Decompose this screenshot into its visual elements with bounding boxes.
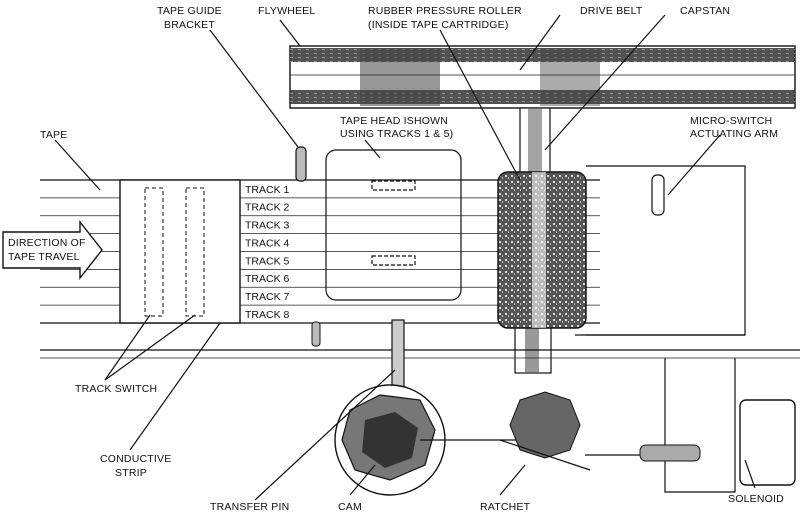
rubber-pressure-roller	[497, 171, 587, 329]
track-label-7: TRACK 7	[245, 291, 290, 303]
track-labels: TRACK 1 TRACK 2 TRACK 3 TRACK 4 TRACK 5 TRACK…	[245, 184, 290, 321]
track-label-4: TRACK 4	[245, 237, 290, 249]
label-direction-2: TAPE TRAVEL	[8, 251, 80, 263]
track-switch	[119, 179, 241, 324]
base-plate	[40, 349, 800, 359]
capstan-shaft	[514, 107, 552, 374]
direction-arrow	[2, 219, 103, 281]
track-label-8: TRACK 8	[245, 309, 290, 321]
tape-head	[325, 149, 462, 301]
label-solenoid: SOLENOID	[728, 493, 784, 505]
label-tape: TAPE	[40, 129, 67, 141]
label-tape-guide-2: BRACKET	[164, 19, 215, 31]
label-track-switch: TRACK SWITCH	[75, 383, 157, 395]
label-tape-guide-1: TAPE GUIDE	[157, 5, 222, 17]
label-transfer-pin: TRANSFER PIN	[210, 501, 289, 513]
label-micro-switch-2: ACTUATING ARM	[690, 128, 778, 140]
label-conductive-1: CONDUCTIVE	[100, 453, 171, 465]
track-label-2: TRACK 2	[245, 202, 290, 214]
label-micro-switch-1: MICRO-SWITCH	[690, 115, 772, 127]
label-drive-belt: DRIVE BELT	[580, 5, 643, 17]
track-label-5: TRACK 5	[245, 255, 290, 267]
track-label-3: TRACK 3	[245, 220, 290, 232]
leader-lines	[54, 14, 756, 501]
track-label-6: TRACK 6	[245, 273, 290, 285]
labels: TAPE GUIDE BRACKET FLYWHEEL RUBBER PRESS…	[8, 5, 784, 513]
label-rubber-roller-1: RUBBER PRESSURE ROLLER	[368, 5, 522, 17]
label-conductive-2: STRIP	[115, 467, 147, 479]
flywheel	[289, 45, 796, 109]
track-label-1: TRACK 1	[245, 184, 290, 196]
label-capstan: CAPSTAN	[680, 5, 730, 17]
label-ratchet: RATCHET	[480, 501, 531, 513]
micro-switch-actuating-arm	[575, 165, 746, 336]
tape-guide-bracket	[295, 146, 321, 347]
label-rubber-roller-2: (INSIDE TAPE CARTRIDGE)	[368, 19, 509, 31]
label-cam: CAM	[338, 501, 362, 513]
label-tape-head-2: USING TRACKS 1 & 5)	[340, 128, 453, 140]
cam	[334, 384, 520, 496]
solenoid	[585, 358, 796, 493]
label-flywheel: FLYWHEEL	[258, 5, 315, 17]
ratchet	[499, 391, 591, 471]
label-direction-1: DIRECTION OF	[8, 237, 86, 249]
label-tape-head-1: TAPE HEAD ISHOWN	[340, 115, 448, 127]
